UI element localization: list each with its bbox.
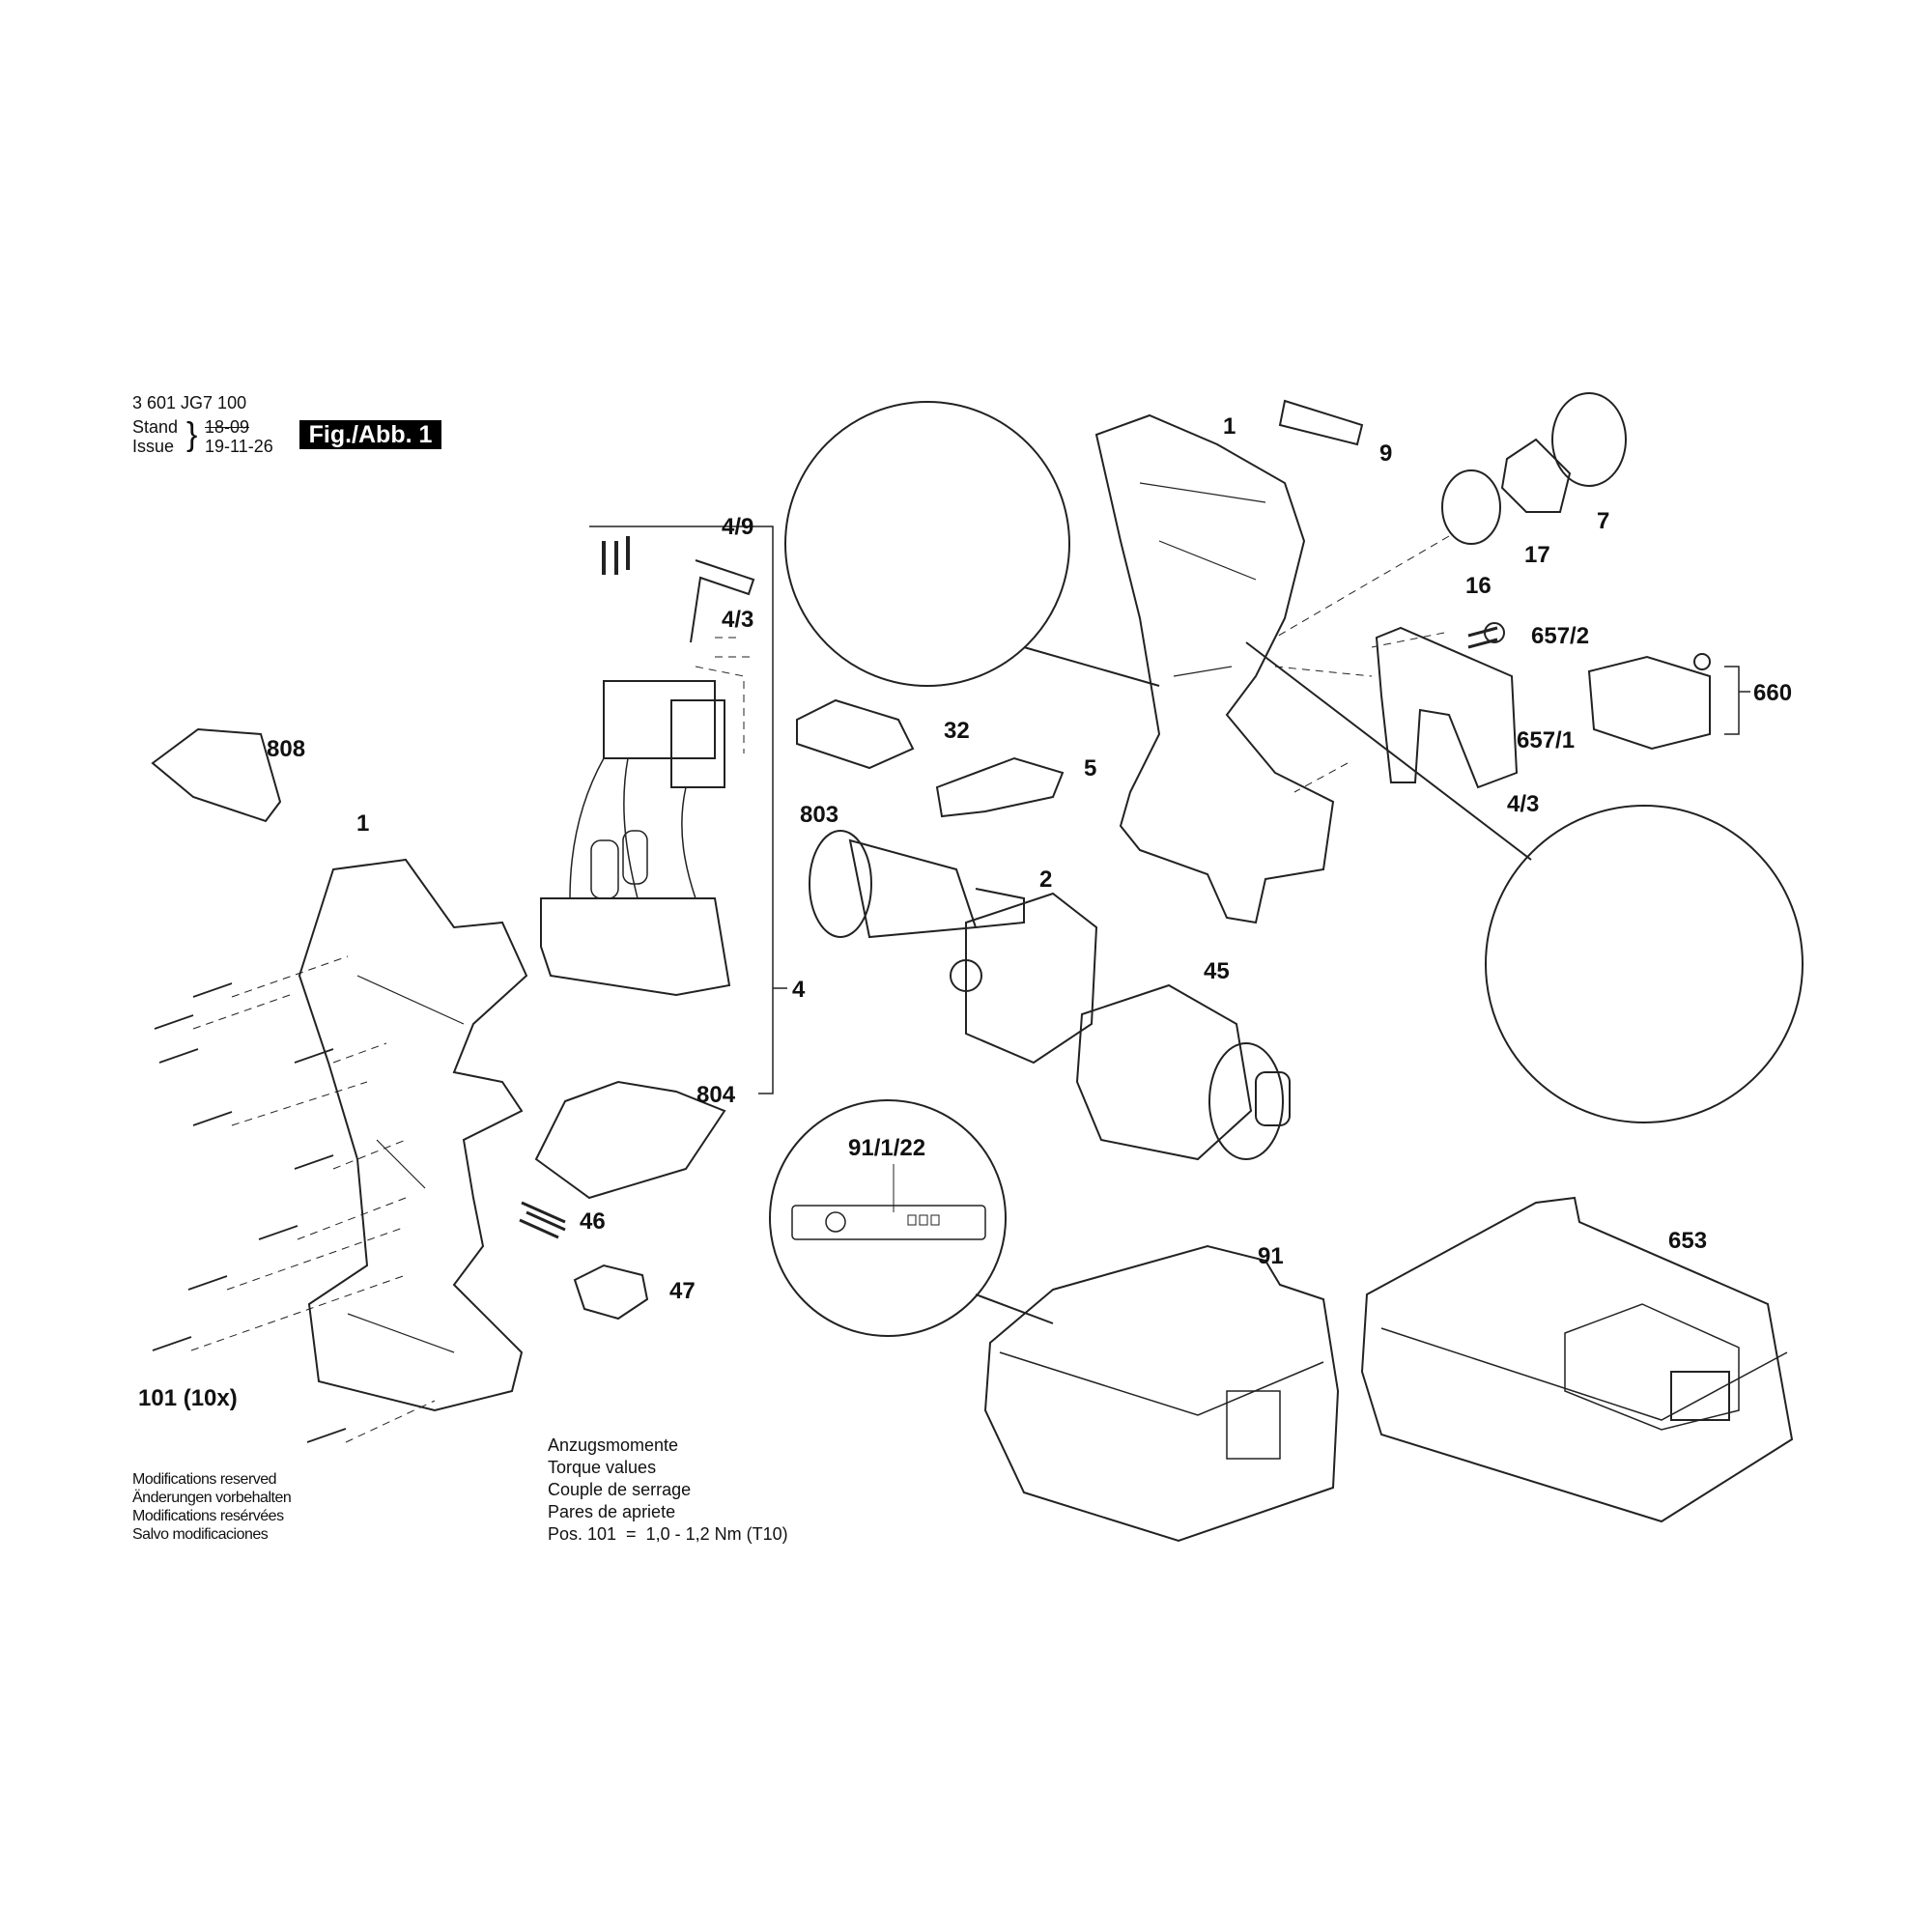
callout-2: 2 xyxy=(1039,867,1053,893)
part-5 xyxy=(935,756,1065,818)
torque-line: Pares de apriete xyxy=(548,1502,676,1521)
charger-653 xyxy=(1360,1196,1794,1523)
issue-date: 19-11-26 xyxy=(205,437,273,456)
callout-4-3: 4/3 xyxy=(722,607,754,633)
callout-46: 46 xyxy=(580,1208,606,1235)
label-9 xyxy=(1278,399,1364,446)
callout-45: 45 xyxy=(1204,958,1230,984)
callout-657-2: 657/2 xyxy=(1531,623,1590,649)
callout-657-1: 657/1 xyxy=(1517,727,1576,753)
callout-47: 47 xyxy=(669,1278,696,1304)
callout-91: 91 xyxy=(1258,1243,1284,1269)
callout-9: 9 xyxy=(1379,440,1393,467)
stand-label: Stand xyxy=(132,417,179,437)
brace: } xyxy=(186,416,198,453)
knob-47 xyxy=(573,1264,649,1321)
armature-803 xyxy=(809,830,1025,939)
callout-16: 16 xyxy=(1465,573,1492,599)
part-660 xyxy=(1587,655,1711,751)
electronics-module xyxy=(540,897,731,997)
note-line: Modifications reserved xyxy=(132,1471,277,1488)
label-808 xyxy=(151,727,282,823)
callout-803: 803 xyxy=(800,802,839,828)
callout-5: 5 xyxy=(1084,755,1097,781)
torque-line: Couple de serrage xyxy=(548,1480,692,1499)
callout-17: 17 xyxy=(1524,542,1550,568)
torque-line: Torque values xyxy=(548,1458,657,1477)
housing-right-half xyxy=(1094,413,1335,924)
callout-1-left: 1 xyxy=(356,810,370,837)
screw-657-2 xyxy=(1467,626,1498,649)
detail-circle-label xyxy=(769,1099,1007,1337)
callout-32: 32 xyxy=(944,718,970,744)
note-line: Modifications resérvées xyxy=(132,1508,284,1524)
callout-808: 808 xyxy=(267,736,306,762)
part-657-1 xyxy=(1375,626,1519,789)
plate-804 xyxy=(534,1080,726,1200)
modifications-note: Modifications reserved Änderungen vorbeh… xyxy=(132,1470,292,1544)
part-7 xyxy=(1551,392,1627,487)
callout-91-1-22: 91/1/22 xyxy=(848,1135,926,1161)
part-16 xyxy=(1441,469,1501,545)
battery-pack-91 xyxy=(983,1244,1340,1543)
detail-circle-cable xyxy=(1485,805,1804,1123)
detail-circle-connector xyxy=(784,401,1070,687)
figure-label: Fig./Abb. 1 xyxy=(299,420,441,449)
old-date: 18-09 xyxy=(205,417,250,437)
screws-101 xyxy=(152,955,436,1443)
callout-7: 7 xyxy=(1597,508,1610,534)
torque-note: Anzugsmomente Torque values Couple de se… xyxy=(548,1435,788,1546)
callout-4: 4 xyxy=(792,977,806,1003)
part-number: 3 601 JG7 100 xyxy=(132,393,247,412)
spring-46 xyxy=(519,1201,566,1239)
torque-line: Anzugsmomente xyxy=(548,1435,679,1455)
part-17 xyxy=(1500,438,1572,513)
stator-2 xyxy=(965,892,1098,1065)
callout-101: 101 (10x) xyxy=(138,1385,238,1411)
callout-4-9: 4/9 xyxy=(722,514,754,540)
callout-4-3-right: 4/3 xyxy=(1507,791,1540,817)
callout-653: 653 xyxy=(1668,1228,1708,1254)
callout-1-top: 1 xyxy=(1223,413,1236,440)
housing-left-half xyxy=(298,858,528,1412)
part-32 xyxy=(796,698,915,770)
note-line: Änderungen vorbehalten xyxy=(132,1490,292,1506)
note-line: Salvo modificaciones xyxy=(132,1526,269,1543)
callout-660: 660 xyxy=(1753,680,1793,706)
issue-label: Issue xyxy=(132,437,175,456)
callout-804: 804 xyxy=(696,1082,736,1108)
gearbox-45 xyxy=(1075,983,1291,1161)
torque-line: Pos. 101 = 1,0 - 1,2 Nm (T10) xyxy=(548,1524,788,1544)
